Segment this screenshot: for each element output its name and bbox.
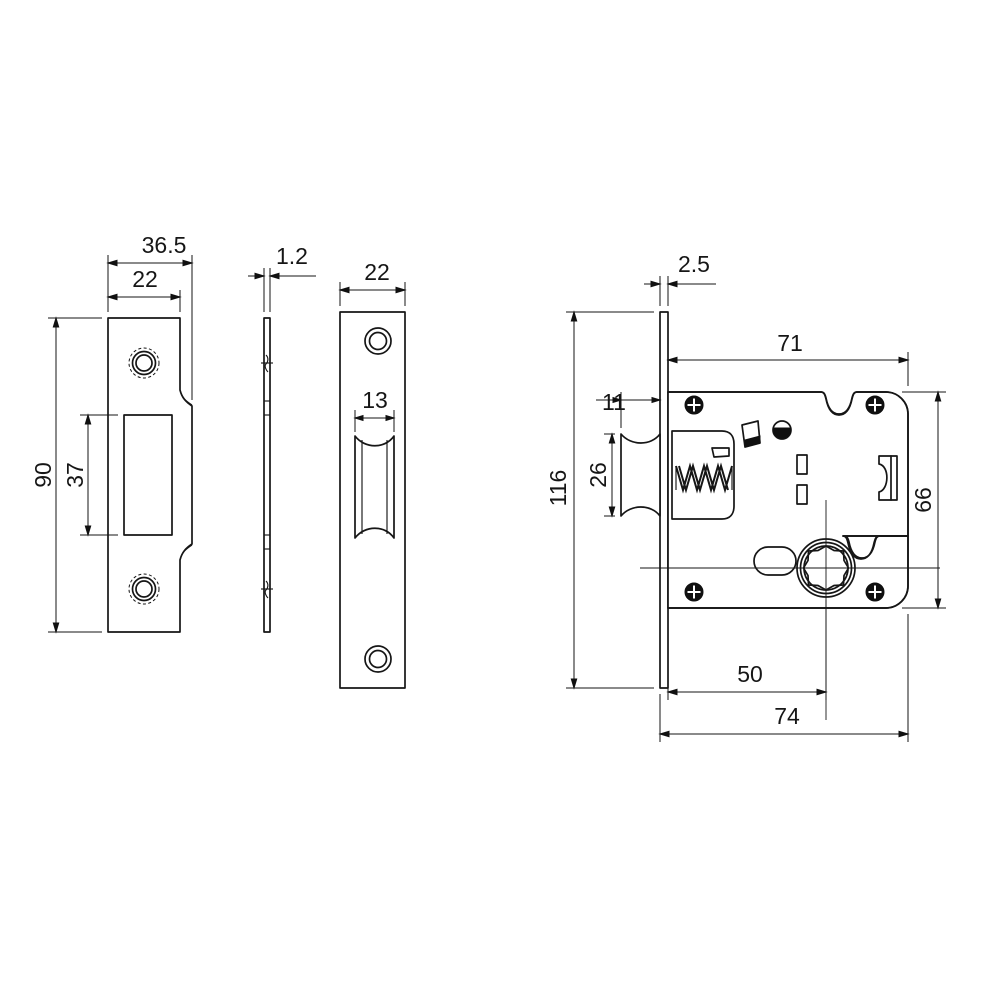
case-screw-bottom-right — [865, 582, 885, 602]
lock-body-side-view — [620, 311, 909, 689]
strike-plate-edge-aperture-marks — [264, 400, 270, 550]
strike-plate-screw-hole-bottom — [128, 573, 160, 605]
dim-label-37: 37 — [62, 462, 88, 488]
dim-label-90: 90 — [30, 462, 56, 488]
dimension-90: 90 — [30, 316, 102, 634]
latch-bolt-face — [354, 435, 395, 539]
forend-front-view — [339, 311, 406, 689]
lock-case-profile-lower — [667, 535, 909, 609]
dimension-36-5: 36.5 — [106, 232, 194, 400]
dimension-71: 71 — [666, 330, 910, 386]
dimension-26: 26 — [585, 432, 616, 518]
dim-label-22-forend: 22 — [364, 259, 390, 285]
dimension-74: 74 — [658, 614, 910, 742]
dim-label-50: 50 — [737, 661, 763, 687]
dimension-13: 13 — [353, 387, 396, 432]
internal-plate-shadow — [744, 435, 761, 448]
forend-screw-hole-bottom — [364, 645, 392, 673]
internal-pin — [772, 420, 792, 440]
dimension-37: 37 — [62, 413, 118, 537]
strike-plate-aperture — [123, 414, 173, 536]
case-screw-top-right — [865, 395, 885, 415]
internal-slot-upper — [796, 454, 808, 475]
dim-label-13: 13 — [362, 387, 388, 413]
dim-label-71: 71 — [777, 330, 803, 356]
dimension-116: 116 — [545, 310, 654, 690]
strike-plate-front-view — [107, 317, 193, 633]
dim-label-1-2: 1.2 — [276, 243, 308, 269]
strike-plate-edge-screw-marks — [261, 354, 273, 599]
dim-label-66: 66 — [910, 487, 936, 513]
latch-kicker — [711, 447, 730, 458]
lock-case-profile — [667, 391, 909, 560]
dimension-22-strike: 22 — [106, 266, 182, 312]
latch-bolt-side — [620, 433, 661, 517]
dimension-11: 11 — [596, 389, 662, 428]
strike-plate-wing-lower — [179, 544, 193, 561]
latch-spring — [675, 462, 733, 494]
dimension-22-forend: 22 — [338, 259, 407, 306]
dim-label-26: 26 — [585, 462, 611, 488]
dim-label-22-strike: 22 — [132, 266, 158, 292]
case-screw-top-left — [684, 395, 704, 415]
dimension-50: 50 — [666, 600, 828, 700]
dimension-2-5: 2.5 — [644, 251, 716, 306]
lock-forend-strip — [659, 311, 669, 689]
strike-plate-edge-strip — [263, 317, 271, 633]
case-screw-bottom-left — [684, 582, 704, 602]
forend-screw-hole-top — [364, 327, 392, 355]
strike-plate-screw-hole-top — [128, 347, 160, 379]
dim-label-36-5: 36.5 — [142, 232, 187, 258]
right-edge-clip — [878, 455, 898, 501]
dim-label-2-5: 2.5 — [678, 251, 710, 277]
strike-plate-wing-upper — [179, 389, 193, 406]
dim-label-116: 116 — [545, 470, 571, 507]
latch-tail — [671, 430, 735, 520]
strike-plate-side-view — [261, 317, 273, 633]
dimension-1-2: 1.2 — [248, 243, 316, 312]
dimension-66: 66 — [902, 390, 946, 610]
oval-slot — [753, 546, 797, 576]
dim-label-74: 74 — [774, 703, 800, 729]
internal-slot-lower — [796, 484, 808, 505]
dim-label-11: 11 — [602, 389, 626, 415]
